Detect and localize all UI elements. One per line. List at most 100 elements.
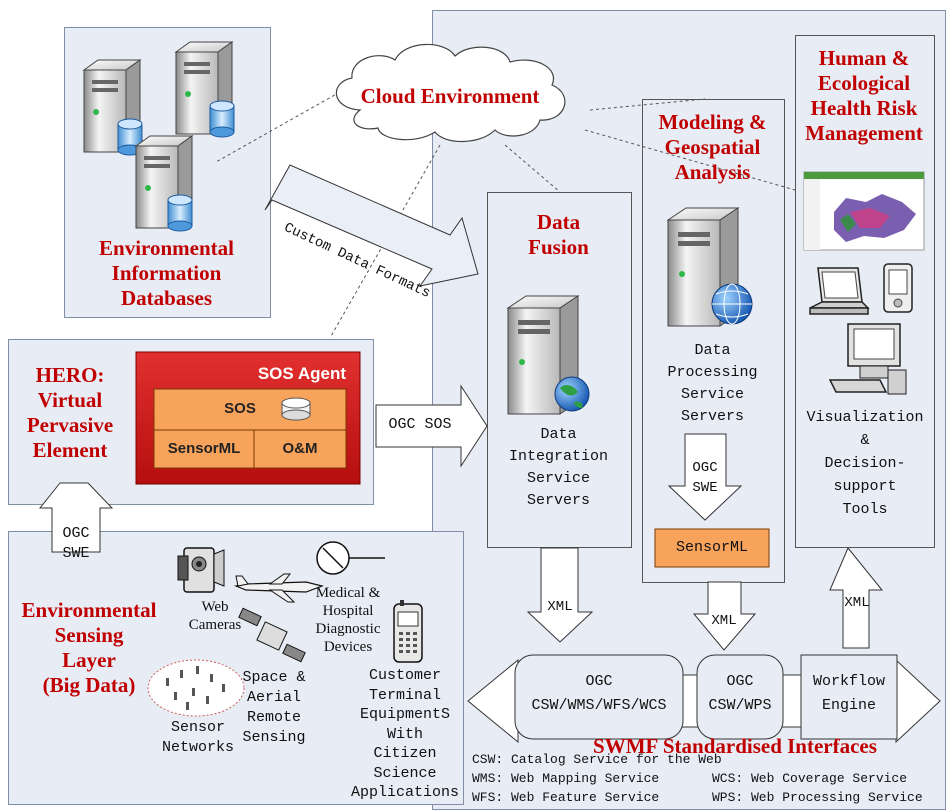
- data-processing-line: Data: [694, 342, 731, 359]
- hero-title-line: Virtual: [37, 388, 103, 412]
- swmf-title: SWMF Standardised Interfaces: [593, 734, 877, 758]
- hero-title-line: Pervasive: [26, 413, 114, 437]
- customer-line: Customer: [368, 667, 441, 684]
- risk-title-line: Human &: [818, 46, 910, 70]
- web-cameras-line: Web: [201, 599, 229, 615]
- custom-formats-arrow: [264, 164, 479, 287]
- space-line: Remote: [246, 709, 301, 726]
- space-label: Space & Aerial Remote Sensing: [234, 668, 314, 748]
- space-line: Sensing: [242, 729, 306, 746]
- visualization-line: Visualization: [806, 409, 924, 426]
- xml-arrow-mid: [692, 581, 757, 651]
- xml-right-label: XML: [844, 595, 870, 611]
- customer-line: EquipmentS: [359, 706, 450, 723]
- medical-device-icon: [316, 541, 385, 575]
- modeling-title-line: Modeling &: [658, 110, 767, 134]
- modeling-sensorml-box: [654, 528, 770, 568]
- sensing-title-line: Environmental: [21, 598, 157, 622]
- interface-box-1-label: OGC CSW/WMS/WFS/WCS: [515, 670, 683, 718]
- hero-title: HERO: Virtual Pervasive Element: [14, 363, 126, 463]
- satellite-icon: [238, 607, 306, 663]
- data-processing-line: Servers: [680, 408, 744, 425]
- databases-title-line: Information: [111, 261, 222, 285]
- sos-om-label: O&M: [282, 440, 318, 457]
- databases-title: Environmental Information Databases: [74, 236, 259, 311]
- data-processing-label: Data Processing Service Servers: [644, 340, 781, 428]
- data-integration-line: Service: [526, 470, 590, 487]
- data-processing-server: [666, 207, 753, 327]
- sensor-networks-line: Sensor: [170, 719, 225, 736]
- data-integration-line: Integration: [508, 448, 609, 465]
- risk-title-line: Health Risk: [810, 96, 918, 120]
- cloud-label: Cloud Environment: [360, 84, 540, 108]
- medical-label: Medical & Hospital Diagnostic Devices: [300, 584, 396, 656]
- sensing-title: Environmental Sensing Layer (Big Data): [10, 598, 168, 698]
- interface-box-2: [696, 654, 784, 740]
- data-processing-line: Processing: [667, 364, 758, 381]
- airplane-icon: [233, 573, 325, 603]
- pda-icon: [883, 263, 913, 313]
- ogc-swe-line: OGC: [692, 460, 718, 476]
- ogc-swe-modeling-label: OGC SWE: [680, 458, 730, 498]
- ogc-swe-line: SWE: [692, 480, 718, 496]
- desktop-icon: [828, 323, 907, 395]
- space-line: Aerial: [246, 689, 301, 706]
- map-thumbnail: [803, 171, 925, 251]
- xml-arrow-right: [829, 547, 884, 649]
- medical-line: Hospital: [322, 603, 374, 619]
- ogc-swe-line: SWE: [62, 545, 90, 562]
- interface-box-3-label: Workflow Engine: [801, 670, 897, 718]
- interface-box-line: OGC: [585, 673, 613, 690]
- interface-box-line: CSW/WMS/WFS/WCS: [531, 697, 667, 714]
- customer-line: Applications: [350, 784, 460, 801]
- xml-mid-label: XML: [711, 613, 737, 629]
- sos-label: SOS: [224, 400, 256, 417]
- legend-wfs: WFS: Web Feature Service: [472, 790, 660, 805]
- sensor-network-icon: [147, 659, 245, 717]
- sos-agent-box: [135, 351, 361, 485]
- modeling-sensorml-label: SensorML: [675, 539, 748, 556]
- space-line: Space &: [242, 669, 306, 686]
- visualization-line: Decision-: [824, 455, 906, 472]
- sensing-title-line: Layer: [62, 648, 116, 672]
- db-server-2: [174, 41, 235, 138]
- risk-title-line: Management: [805, 121, 923, 145]
- modeling-title-line: Analysis: [674, 160, 751, 184]
- interface-box-3: [800, 654, 898, 740]
- risk-title: Human & Ecological Health Risk Managemen…: [797, 46, 931, 146]
- legend-csw: CSW: Catalog Service for the Web: [472, 752, 722, 767]
- ogc-sos-arrow: [375, 384, 488, 468]
- customer-line: Science: [373, 764, 437, 782]
- interface-box-line: Workflow: [812, 673, 885, 690]
- visualization-line: support: [833, 478, 897, 495]
- customer-line: With: [386, 725, 423, 743]
- customer-line: Terminal: [368, 686, 441, 704]
- db-server-3: [134, 135, 194, 232]
- cloud-shape: [335, 43, 566, 143]
- medical-line: Diagnostic: [315, 621, 381, 637]
- web-camera-icon: [177, 547, 225, 593]
- medical-line: Devices: [323, 639, 373, 655]
- visualization-line: Tools: [842, 501, 888, 518]
- interface-box-2-label: OGC CSW/WPS: [697, 670, 783, 718]
- xml-arrow-left: [526, 547, 594, 643]
- medical-line: Medical &: [315, 585, 381, 601]
- sensing-title-line: Sensing: [54, 623, 124, 647]
- legend-wcs: WCS: Web Coverage Service: [712, 771, 908, 786]
- sos-sensorml-label: SensorML: [167, 440, 241, 457]
- data-fusion-title: Data Fusion: [490, 210, 627, 260]
- data-integration-label: Data Integration Service Servers: [490, 424, 627, 512]
- ogc-sos-label: OGC SOS: [388, 416, 452, 433]
- databases-title-line: Databases: [120, 286, 212, 310]
- data-processing-line: Service: [680, 386, 744, 403]
- visualization-line: &: [860, 432, 870, 449]
- interface-box-line: Engine: [821, 697, 876, 714]
- modeling-title-line: Geospatial: [664, 135, 761, 159]
- data-integration-line: Data: [540, 426, 577, 443]
- db-server-1: [82, 59, 143, 156]
- sensor-networks-line: Networks: [161, 739, 234, 756]
- data-fusion-title-line: Data: [536, 210, 581, 234]
- hero-title-line: HERO:: [35, 363, 105, 387]
- data-integration-server: [506, 295, 590, 415]
